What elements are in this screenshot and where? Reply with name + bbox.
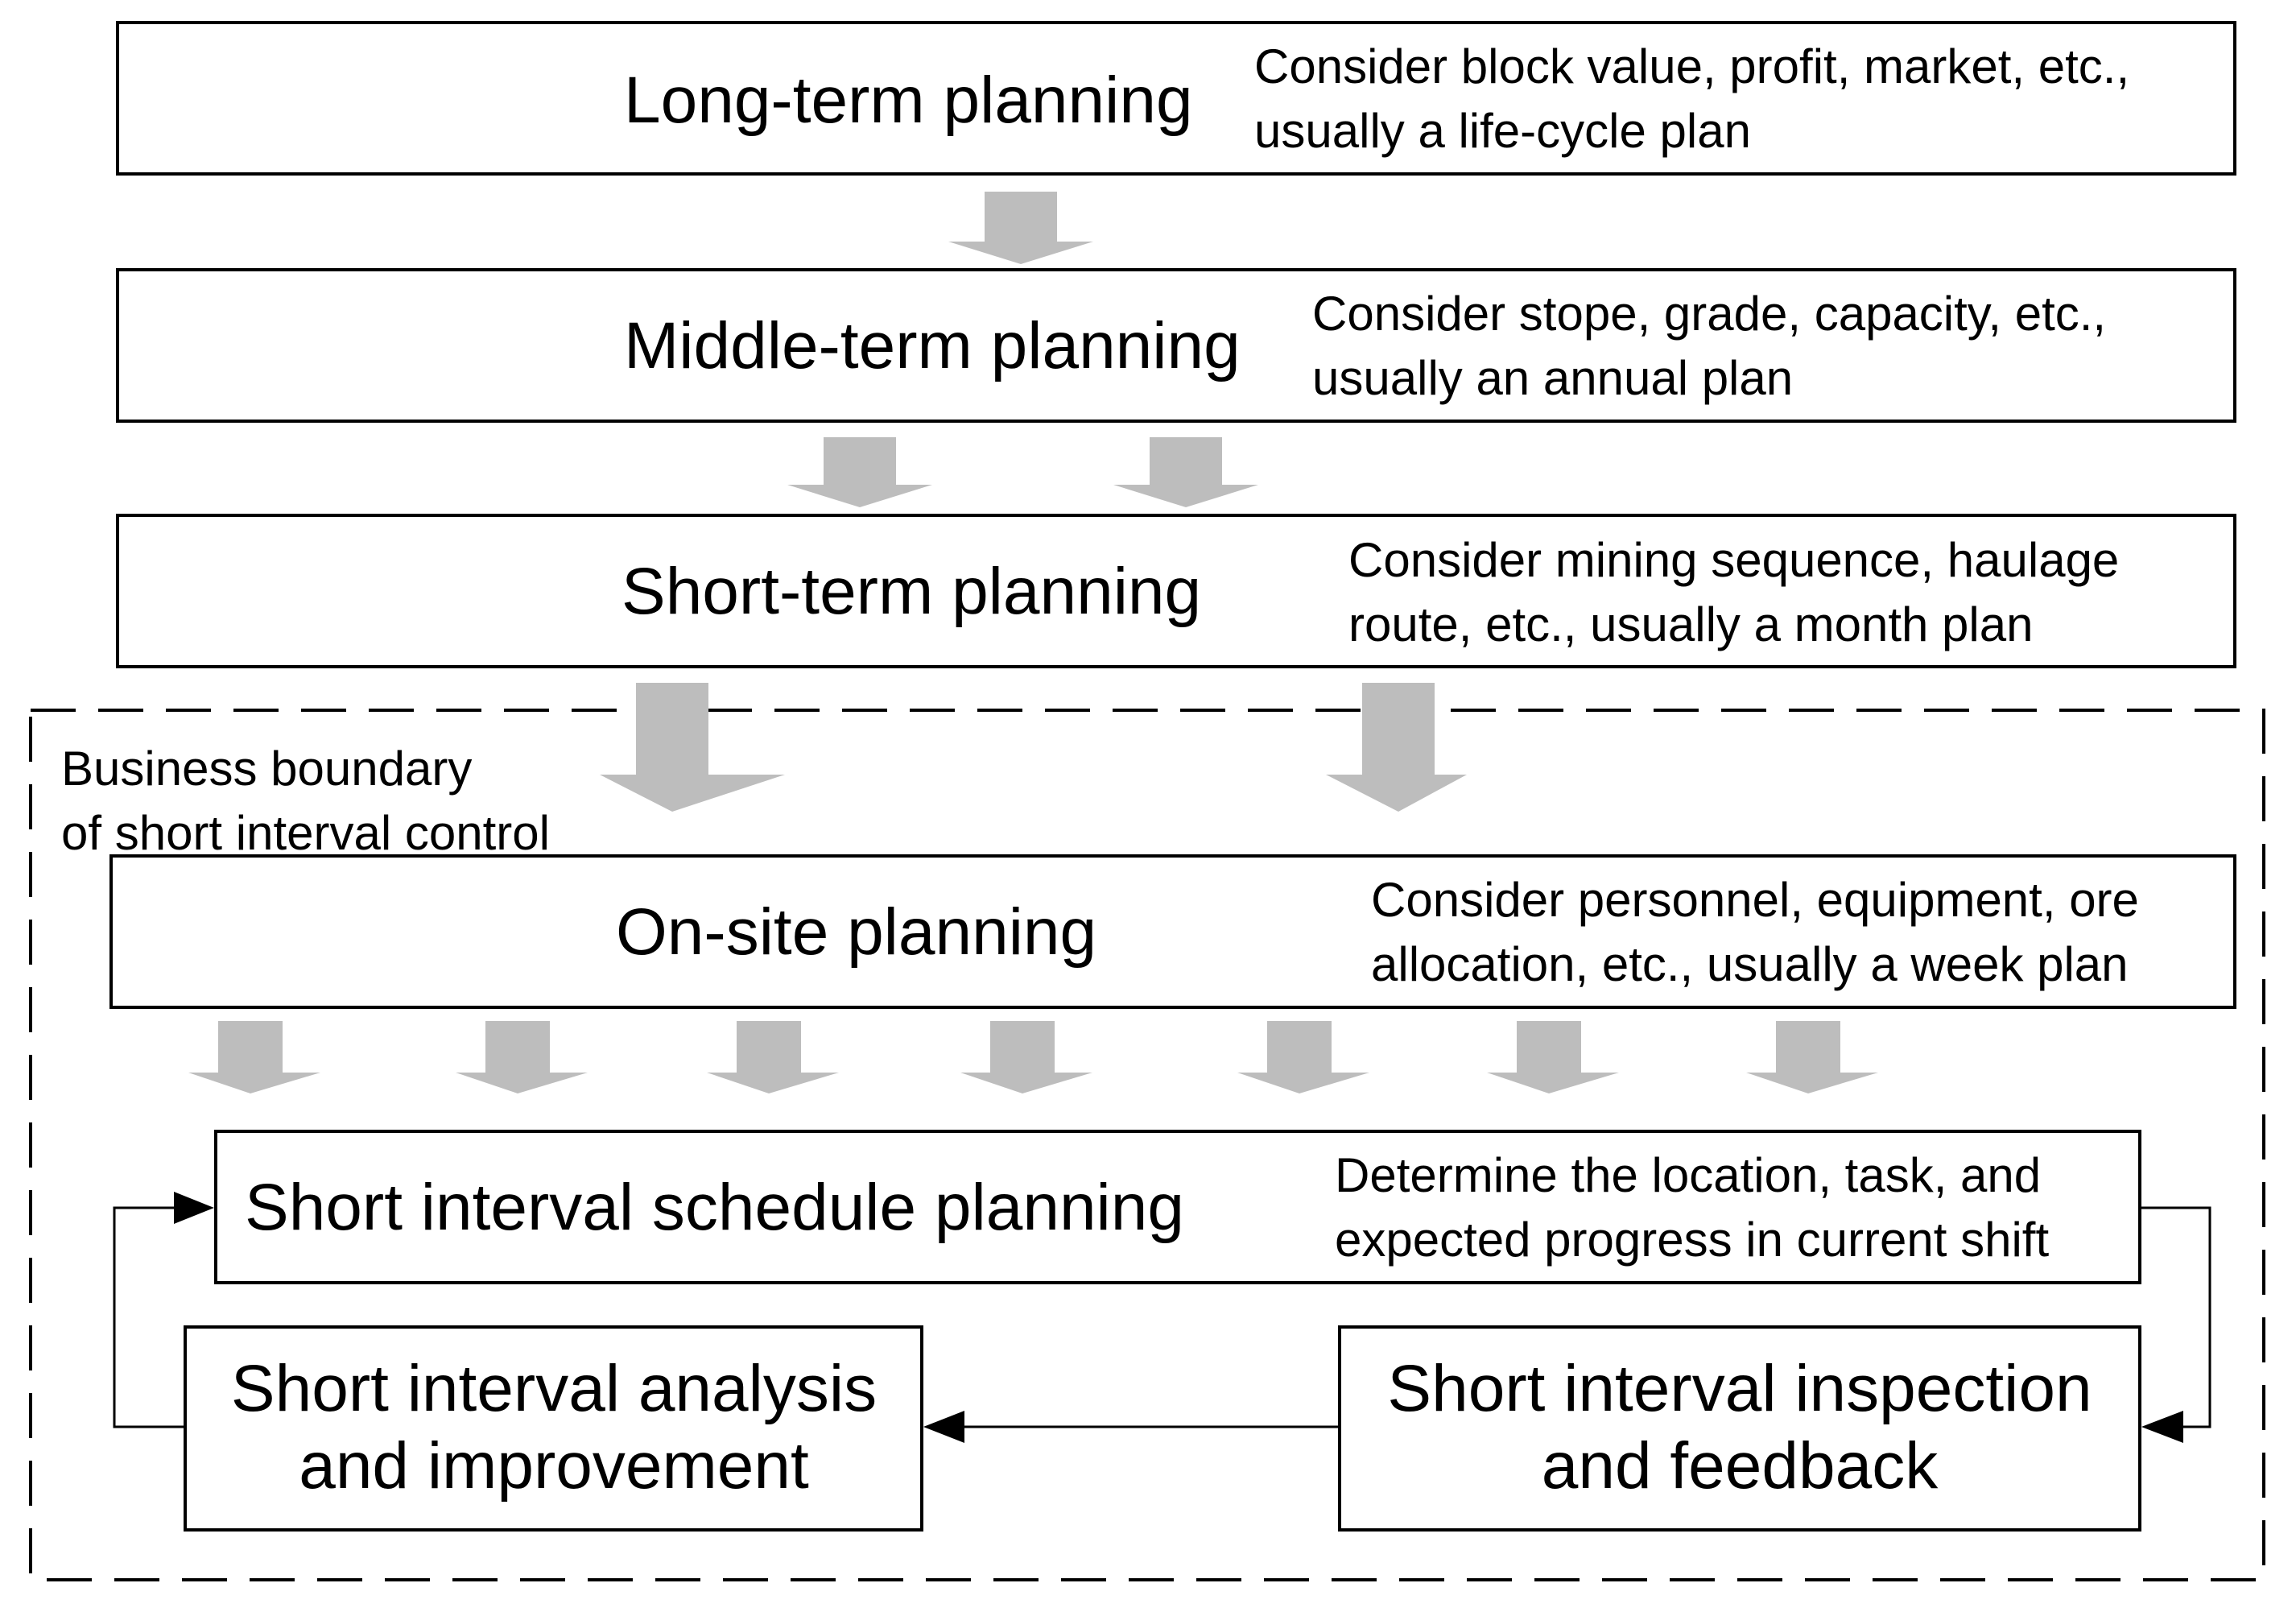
analysis-title-line2: and improvement [299,1429,809,1503]
analysis-improvement-box: Short interval analysis and improvement [184,1325,923,1532]
analysis-title-line1: Short interval analysis [231,1352,877,1425]
short-term-desc-line2: route, etc., usually a month plan [1348,597,2034,651]
flow-arrow [1746,1021,1878,1093]
flow-arrow [1113,437,1258,507]
flow-arrow [960,1021,1092,1093]
middle-term-planning-box: Middle-term planning Consider stope, gra… [116,268,2236,423]
long-term-planning-box: Long-term planning Consider block value,… [116,21,2236,176]
short-term-title: Short-term planning [621,555,1201,628]
inspection-title-line1: Short interval inspection [1387,1352,2092,1425]
flow-arrow [188,1021,320,1093]
flow-arrow [707,1021,839,1093]
schedule-desc-line2: expected progress in current shift [1335,1213,2049,1267]
short-term-desc-line1: Consider mining sequence, haulage [1348,533,2119,587]
middle-term-desc-line1: Consider stope, grade, capacity, etc., [1312,287,2106,341]
connector-analysis-to-schedule [113,1206,185,1428]
schedule-title: Short interval schedule planning [245,1171,1184,1244]
schedule-planning-box: Short interval schedule planning Determi… [214,1130,2141,1284]
on-site-desc-line1: Consider personnel, equipment, ore [1371,873,2139,927]
middle-term-title: Middle-term planning [624,309,1241,382]
flow-arrow [948,192,1093,264]
flow-arrow [1326,683,1467,812]
boundary-label-line1: Business boundary [61,742,472,796]
flow-arrow [456,1021,588,1093]
inspection-title-line2: and feedback [1542,1429,1939,1503]
boundary-label-line2: of short interval control [61,806,550,860]
arrowhead [174,1192,214,1224]
long-term-desc-line1: Consider block value, profit, market, et… [1254,39,2129,93]
short-term-planning-box: Short-term planning Consider mining sequ… [116,514,2236,668]
flow-arrow [787,437,932,507]
inspection-feedback-box: Short interval inspection and feedback [1338,1325,2141,1532]
flow-arrow [1487,1021,1619,1093]
long-term-title: Long-term planning [624,64,1193,137]
on-site-planning-box: On-site planning Consider personnel, equ… [109,854,2236,1009]
arrowhead [923,1411,964,1443]
long-term-desc-line2: usually a life-cycle plan [1254,104,1751,158]
arrowhead [2141,1411,2183,1443]
connector-schedule-to-inspection [2140,1206,2211,1428]
middle-term-desc-line2: usually an annual plan [1312,351,1793,405]
schedule-desc-line1: Determine the location, task, and [1335,1148,2041,1202]
on-site-desc-line2: allocation, etc., usually a week plan [1371,937,2129,991]
business-boundary [29,709,2265,1581]
flow-arrow [600,683,785,812]
on-site-title: On-site planning [616,895,1096,969]
flow-arrow [1237,1021,1369,1093]
